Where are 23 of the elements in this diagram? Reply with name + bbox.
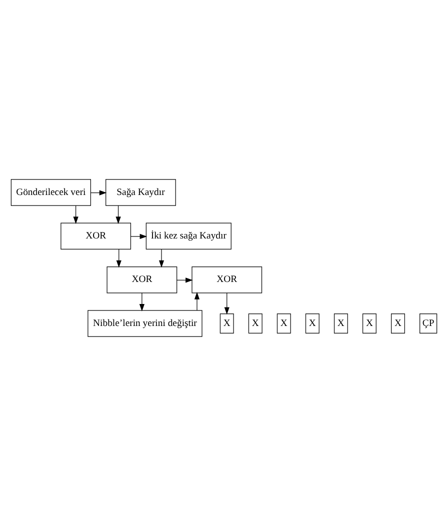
node-box: Sağa Kaydır [106,178,176,206]
node-box: Nibble’lerin yerini değiştir [88,310,202,336]
node-box: XOR [192,266,262,293]
arrow [130,233,148,239]
node-box: XOR [106,266,178,293]
arrow [139,292,144,311]
node-box: X [276,313,291,334]
node-box: Gönderilecek veri [10,178,91,206]
arrow [158,248,164,268]
node-box: İki kez sağa Kaydır [146,222,232,249]
arrow [224,292,230,314]
node-box: X [362,313,376,334]
arrow [73,204,78,224]
node-box: X [248,313,262,334]
node-box: ÇP [420,313,438,334]
node-box: X [220,313,234,334]
arrow [116,248,122,268]
arrow [194,292,200,310]
node-box: XOR [60,222,132,249]
node-box: X [305,313,320,334]
node-box: X [334,313,348,334]
node-box: X [391,313,405,334]
arrow [116,204,121,224]
